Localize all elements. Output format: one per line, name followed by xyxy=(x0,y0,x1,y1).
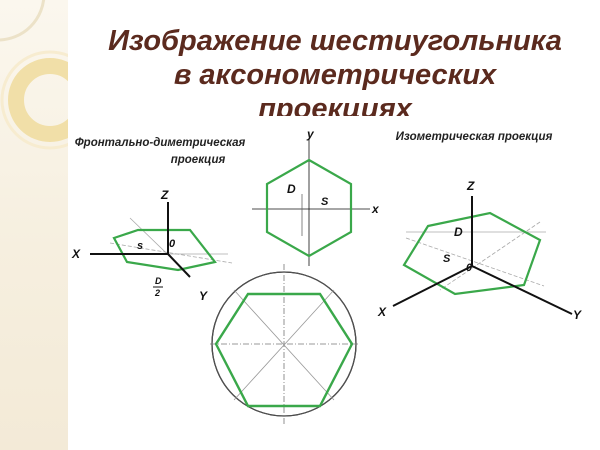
axis-z-label: Z xyxy=(466,179,475,193)
construction-line xyxy=(233,289,335,401)
label-s: S xyxy=(443,253,451,265)
axis-y-label: Y xyxy=(573,308,582,322)
axis-y xyxy=(167,253,191,278)
label-s: s xyxy=(137,240,143,252)
axis-y-label: y xyxy=(306,127,315,141)
decorative-side-panel xyxy=(0,0,68,450)
orthographic-hexagon-view: y x D S xyxy=(252,127,380,266)
construction-line xyxy=(439,221,541,291)
inscribed-hexagon xyxy=(214,292,354,408)
label-s: S xyxy=(321,196,329,208)
construction-line xyxy=(405,237,545,287)
axis-x-label: x xyxy=(371,202,380,216)
isometric-projection: Изометрическая проекция Z X Y D S 0 xyxy=(377,131,582,322)
frontal-dimetric-hexagon xyxy=(112,228,217,272)
fraction-numerator: D xyxy=(155,276,162,286)
frontal-dimetric-projection: Фронтально-диметрическая проекция Z X Y … xyxy=(71,137,246,303)
axis-z-label: Z xyxy=(160,188,169,202)
title-line-2: в аксонометрических xyxy=(173,59,497,91)
axis-y-label: Y xyxy=(199,289,208,303)
axis-x-label: X xyxy=(377,305,387,319)
isometric-caption: Изометрическая проекция xyxy=(396,131,553,143)
hexagon-construction xyxy=(210,264,358,424)
slide-title: Изображение шестиугольника в аксонометри… xyxy=(80,24,590,116)
label-d: D xyxy=(454,225,463,239)
frontal-dimetric-caption-line-1: Фронтально-диметрическая xyxy=(75,137,246,149)
frontal-dimetric-caption-line-2: проекция xyxy=(171,154,226,166)
origin-label: 0 xyxy=(466,262,473,274)
axis-x xyxy=(392,265,473,307)
isometric-hexagon xyxy=(402,211,542,296)
label-d: D xyxy=(287,182,296,196)
fraction-denominator: 2 xyxy=(154,288,160,298)
decorative-ring-icon xyxy=(0,0,68,150)
title-line-3: проекциях xyxy=(258,93,412,116)
title-line-1: Изображение шестиугольника xyxy=(108,25,562,57)
origin-label: 0 xyxy=(169,238,176,250)
orthographic-hexagon xyxy=(265,158,353,258)
axis-x-label: X xyxy=(71,247,81,261)
construction-line xyxy=(109,242,233,264)
axis-y xyxy=(471,265,573,315)
